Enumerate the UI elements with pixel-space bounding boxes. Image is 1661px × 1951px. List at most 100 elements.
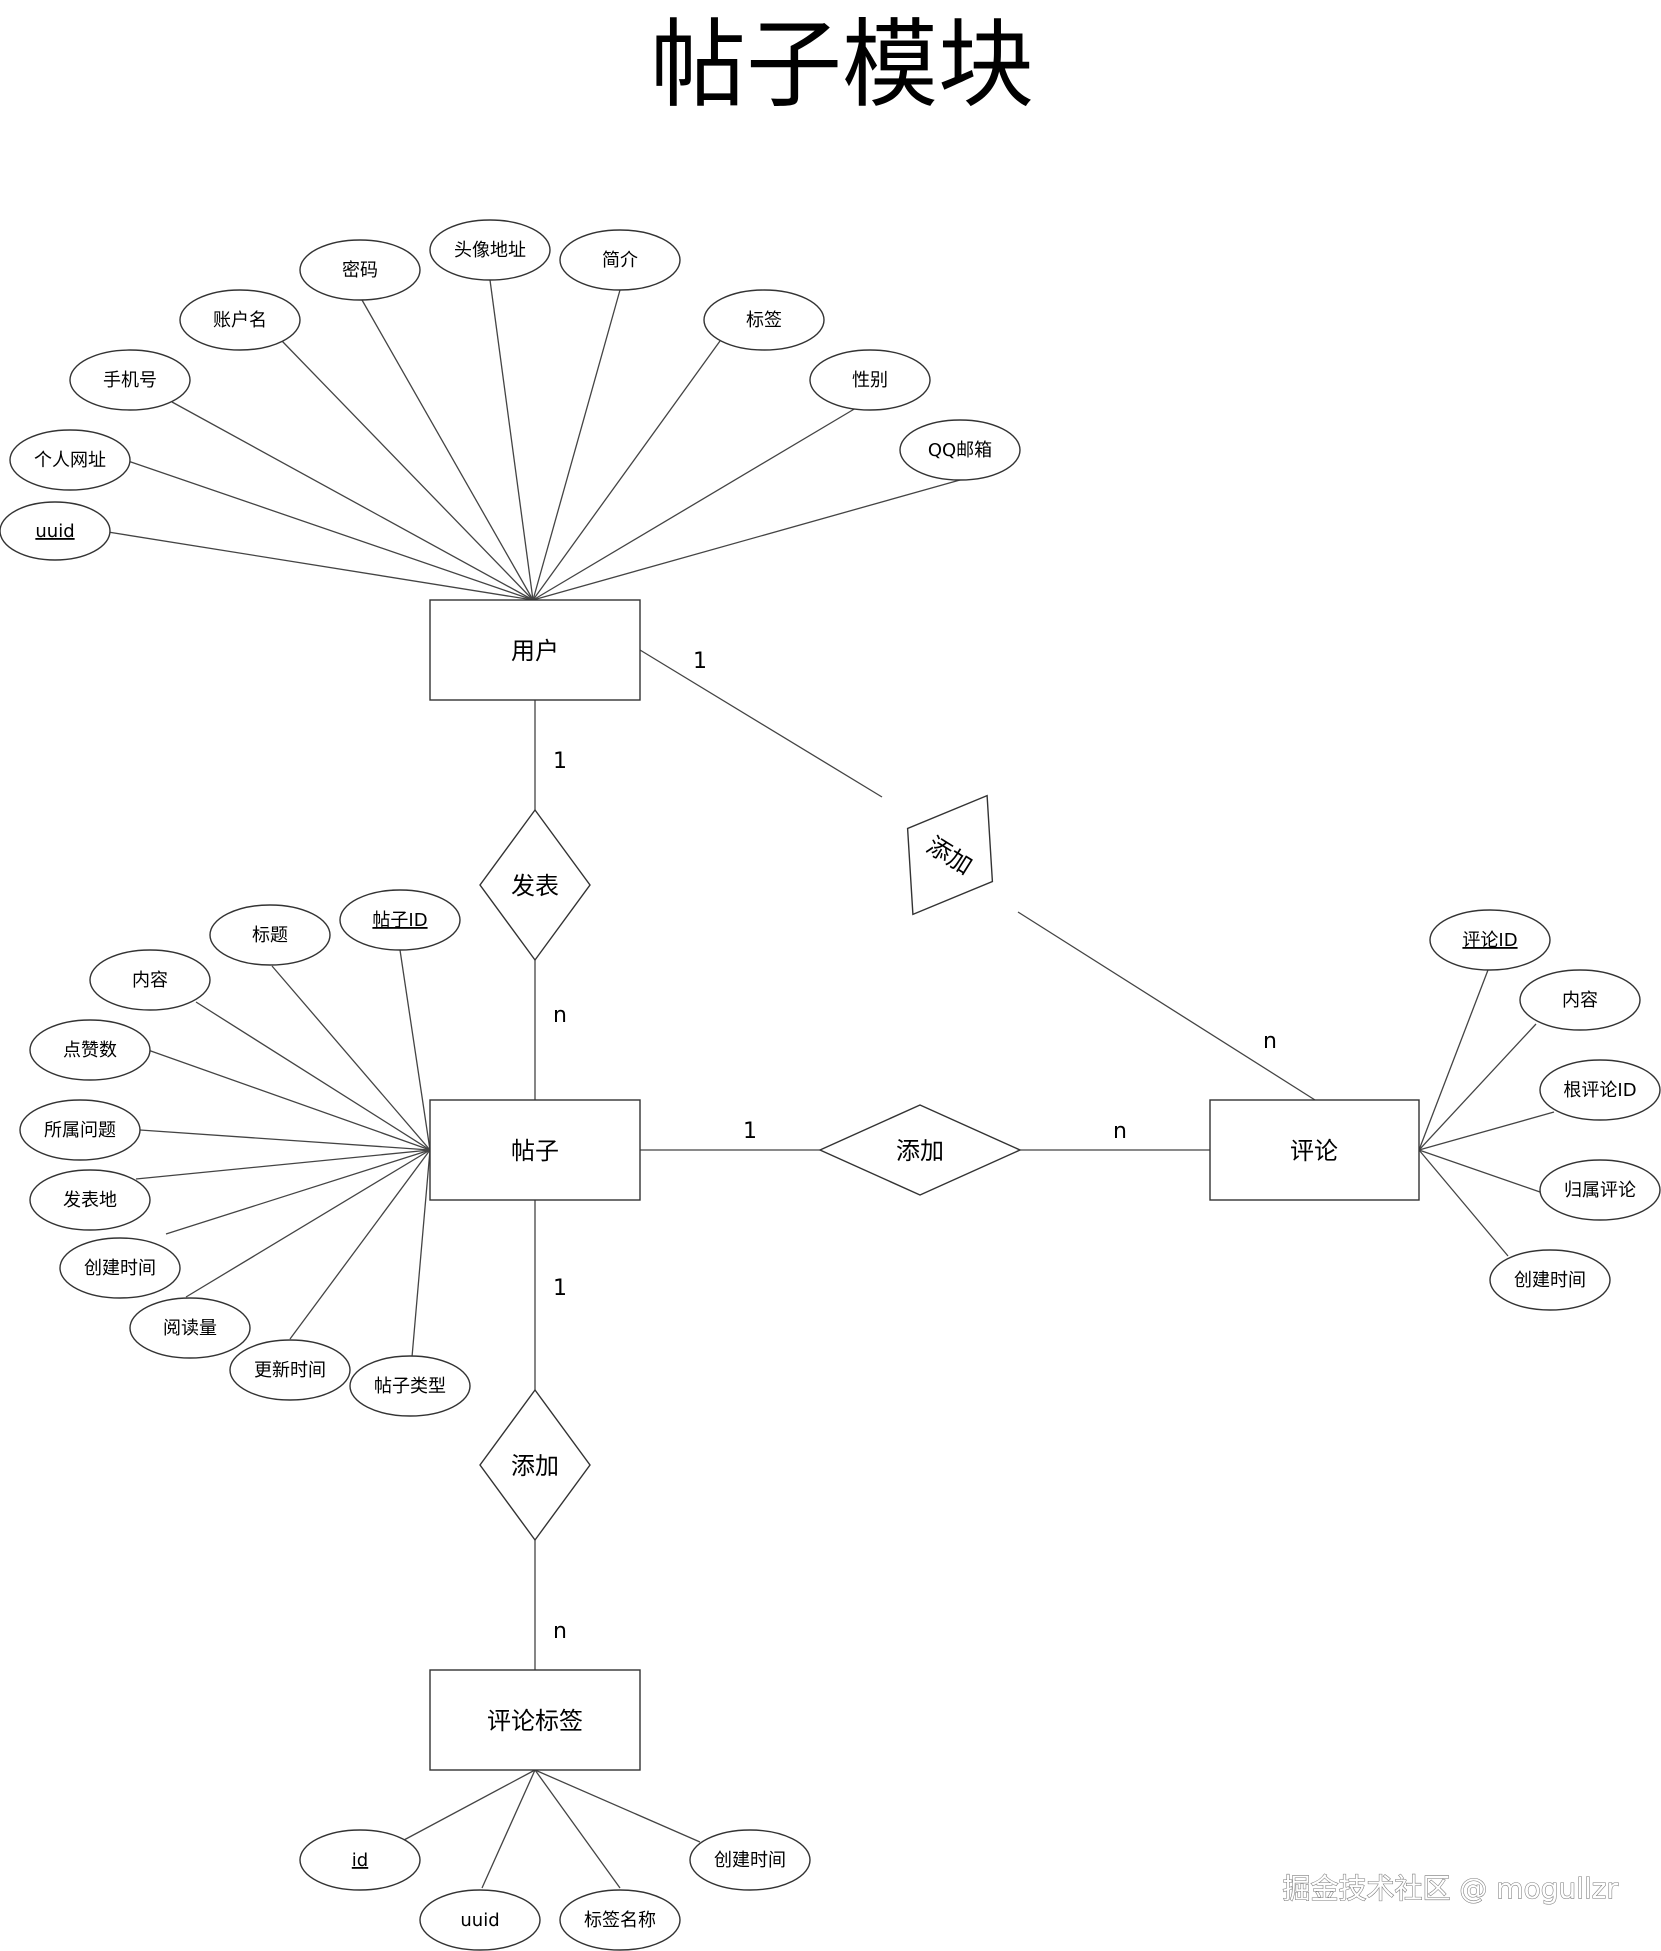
- link-add-comment: [1017, 911, 1316, 1101]
- connector-user-avatar: [489, 279, 534, 601]
- attribute-post-id-ellipse: [339, 889, 461, 951]
- attribute-user-gender-ellipse: [809, 349, 931, 411]
- attribute-comment-content-ellipse: [1519, 969, 1641, 1031]
- connector-user-tags: [532, 340, 721, 601]
- attribute-comment-created: 创建时间: [1489, 1249, 1611, 1311]
- attribute-user-website-label: 个人网址: [34, 450, 106, 471]
- connector-user-intro: [532, 289, 621, 601]
- relationship-publish-label: 发表: [511, 872, 559, 900]
- connector-comment-parent: [1418, 1149, 1541, 1193]
- attribute-tag-name-ellipse: [559, 1889, 681, 1951]
- connector-comment-created: [1418, 1149, 1509, 1257]
- entity-comment-tag: 评论标签: [429, 1669, 641, 1771]
- entity-comment-tag-box: [429, 1669, 641, 1771]
- attribute-post-type-ellipse: [349, 1355, 471, 1417]
- attribute-user-intro-label: 简介: [602, 250, 638, 271]
- attribute-user-phone-ellipse: [69, 349, 191, 411]
- attribute-user-account-ellipse: [179, 289, 301, 351]
- connector-user-website: [127, 460, 534, 601]
- attribute-user-qq-label: QQ邮箱: [928, 440, 992, 461]
- attribute-user-password-label: 密码: [342, 260, 378, 281]
- attribute-comment-id-ellipse: [1429, 909, 1551, 971]
- attribute-post-title: 标题: [209, 904, 331, 966]
- entity-user-box: [429, 599, 641, 701]
- attribute-user-intro-ellipse: [559, 229, 681, 291]
- relationship-post-add-comment-diamond: [818, 1104, 1022, 1196]
- attribute-comment-id: 评论ID: [1429, 909, 1551, 971]
- attribute-comment-id-label: 评论ID: [1462, 930, 1517, 951]
- attribute-comment-rootid: 根评论ID: [1539, 1059, 1661, 1121]
- cardinality-post-add: 1: [743, 1119, 757, 1144]
- entity-user: 用户: [429, 599, 641, 701]
- attribute-user-gender: 性别: [809, 349, 931, 411]
- connector-comment-id: [1418, 969, 1489, 1151]
- connector-user-gender: [532, 407, 857, 601]
- attribute-comment-parent: 归属评论: [1539, 1159, 1661, 1221]
- attribute-post-content: 内容: [89, 949, 211, 1011]
- attribute-post-type-label: 帖子类型: [374, 1376, 446, 1397]
- attribute-post-views-label: 阅读量: [163, 1318, 217, 1339]
- attribute-post-likes-label: 点赞数: [63, 1040, 117, 1061]
- attribute-tag-id-label: id: [352, 1850, 368, 1871]
- connector-post-location: [135, 1149, 431, 1180]
- attribute-post-title-ellipse: [209, 904, 331, 966]
- connector-post-question: [139, 1129, 431, 1151]
- attribute-post-title-label: 标题: [252, 925, 288, 946]
- attribute-user-avatar: 头像地址: [429, 219, 551, 281]
- connector-post-created: [165, 1149, 431, 1235]
- relationship-user-add-comment: [906, 794, 994, 916]
- attribute-user-account: 账户名: [179, 289, 301, 351]
- cardinality-user-publish: 1: [553, 749, 567, 774]
- relationship-user-add-comment-diamond: [906, 794, 994, 916]
- attribute-comment-parent-label: 归属评论: [1564, 1180, 1636, 1201]
- connector-post-likes: [147, 1049, 431, 1151]
- connector-comment-content: [1418, 1023, 1537, 1151]
- attribute-user-account-label: 账户名: [213, 310, 267, 331]
- relationship-post-add-comment: 添加: [818, 1104, 1022, 1196]
- attribute-post-created: 创建时间: [59, 1237, 181, 1299]
- attribute-user-avatar-label: 头像地址: [454, 240, 526, 261]
- attribute-post-question: 所属问题: [19, 1099, 141, 1161]
- attribute-user-phone: 手机号: [69, 349, 191, 411]
- cardinality-user-add: 1: [693, 649, 707, 674]
- connector-tag-name: [534, 1769, 621, 1889]
- entity-post-box: [429, 1099, 641, 1201]
- attribute-post-id-label: 帖子ID: [372, 910, 427, 931]
- connector-post-views: [185, 1149, 431, 1298]
- relationship-post-add-tag-label: 添加: [511, 1452, 559, 1480]
- attribute-user-qq: QQ邮箱: [899, 419, 1021, 481]
- attribute-connectors: [107, 279, 1555, 1889]
- connector-comment-rootid: [1418, 1111, 1555, 1151]
- attribute-tag-name-label: 标签名称: [584, 1910, 656, 1931]
- attribute-post-id: 帖子ID: [339, 889, 461, 951]
- connector-post-id: [399, 949, 431, 1151]
- relationship-post-add-tag: 添加: [479, 1388, 591, 1542]
- cardinality-post-addtag: 1: [553, 1276, 567, 1301]
- attribute-user-website-ellipse: [9, 429, 131, 491]
- attribute-post-location-ellipse: [29, 1169, 151, 1231]
- user-attributes: uuid 个人网址 手机号 账户名 密码 头像地址 简介 标签: [0, 219, 1021, 561]
- attribute-post-question-ellipse: [19, 1099, 141, 1161]
- attribute-tag-uuid-label: uuid: [460, 1910, 499, 1931]
- entity-comment: 评论: [1209, 1099, 1420, 1201]
- attribute-user-tags: 标签: [703, 289, 825, 351]
- attribute-tag-uuid-ellipse: [419, 1889, 541, 1951]
- attribute-user-gender-label: 性别: [852, 370, 888, 391]
- attribute-post-views: 阅读量: [129, 1297, 251, 1359]
- connector-post-title: [271, 965, 431, 1151]
- tag-attributes: id uuid 标签名称 创建时间: [299, 1829, 811, 1951]
- attribute-post-location: 发表地: [29, 1169, 151, 1231]
- entity-post-label: 帖子: [511, 1137, 559, 1165]
- attribute-comment-rootid-label: 根评论ID: [1563, 1080, 1636, 1101]
- attribute-comment-content-label: 内容: [1562, 990, 1598, 1011]
- attribute-comment-rootid-ellipse: [1539, 1059, 1661, 1121]
- relationship-publish-diamond: [479, 808, 591, 962]
- attribute-user-password-ellipse: [299, 239, 421, 301]
- entity-post: 帖子: [429, 1099, 641, 1201]
- connector-user-account: [281, 340, 534, 601]
- entity-comment-tag-label: 评论标签: [487, 1707, 583, 1735]
- entity-comment-box: [1209, 1099, 1420, 1201]
- attribute-tag-created: 创建时间: [689, 1829, 811, 1891]
- attribute-user-uuid-ellipse: [0, 501, 111, 561]
- relationship-connectors: [534, 649, 1316, 1670]
